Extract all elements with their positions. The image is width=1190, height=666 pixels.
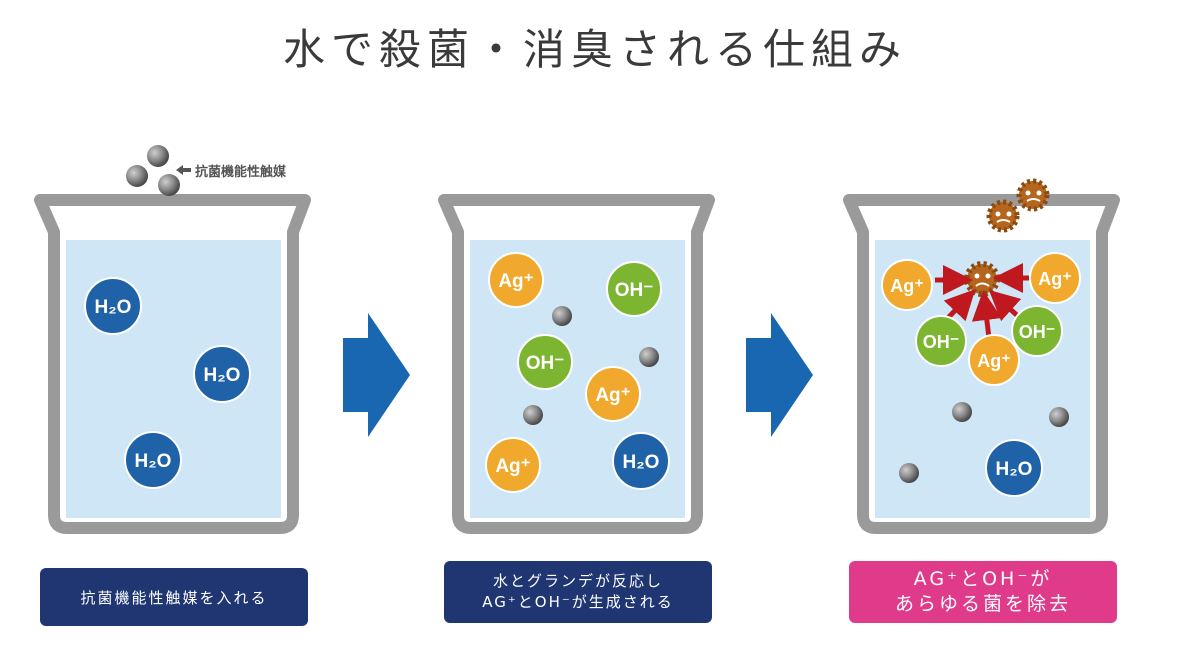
step-caption-2: 水とグランデが反応し AG⁺とOH⁻が生成される: [444, 561, 712, 623]
catalyst-ball: [639, 347, 659, 367]
catalyst-ball: [1049, 407, 1069, 427]
ion-ag: Ag⁺: [1029, 252, 1081, 304]
svg-text:Ag⁺: Ag⁺: [495, 456, 530, 477]
diagram-title: 水で殺菌・消臭される仕組み: [282, 25, 907, 74]
germ-icon: [986, 199, 1020, 233]
step-arrow-1: [343, 313, 410, 437]
catalyst-ball: [147, 145, 169, 167]
step-caption-3: AG⁺とOH⁻が あらゆる菌を除去: [849, 561, 1117, 623]
svg-text:H₂O: H₂O: [135, 451, 172, 472]
ion-ag: Ag⁺: [485, 437, 541, 493]
attack-arrow: [971, 290, 1002, 339]
ion-oh: OH⁻: [1011, 305, 1063, 357]
catalyst-ball: [552, 306, 572, 326]
ion-h2o: H₂O: [124, 431, 182, 489]
caption-line: 抗菌機能性触媒を入れる: [80, 588, 268, 607]
svg-text:Ag⁺: Ag⁺: [890, 276, 924, 296]
svg-text:Ag⁺: Ag⁺: [595, 385, 630, 406]
svg-text:Ag⁺: Ag⁺: [1038, 269, 1072, 289]
step-arrow-2: [746, 313, 813, 437]
catalyst-ball: [523, 405, 543, 425]
svg-text:OH⁻: OH⁻: [615, 280, 654, 301]
beaker-2: [438, 194, 715, 534]
germ-icon: [964, 261, 1000, 297]
pointer-arrow-icon: [176, 165, 191, 175]
ion-oh: OH⁻: [517, 334, 573, 390]
ion-oh: OH⁻: [606, 261, 662, 317]
svg-text:H₂O: H₂O: [204, 365, 241, 386]
catalyst-ball: [126, 165, 148, 187]
ion-ag: Ag⁺: [488, 252, 544, 308]
caption-line: あらゆる菌を除去: [894, 593, 1071, 615]
catalyst-ball: [952, 402, 972, 422]
step-caption-1: 抗菌機能性触媒を入れる: [40, 568, 308, 626]
caption-line: AG⁺とOH⁻が: [913, 568, 1053, 590]
ion-oh: OH⁻: [915, 315, 967, 367]
catalyst-label: 抗菌機能性触媒: [195, 164, 287, 180]
svg-text:H₂O: H₂O: [623, 452, 660, 473]
ion-ag: Ag⁺: [881, 259, 933, 311]
caption-line: 水とグランデが反応し: [492, 572, 663, 590]
ion-ag: Ag⁺: [968, 334, 1020, 386]
ion-h2o: H₂O: [193, 345, 251, 403]
ion-h2o: H₂O: [985, 439, 1043, 497]
svg-text:H₂O: H₂O: [95, 297, 132, 318]
svg-text:Ag⁺: Ag⁺: [977, 351, 1011, 371]
svg-text:OH⁻: OH⁻: [1019, 322, 1056, 342]
catalyst-ball: [158, 174, 180, 196]
svg-text:OH⁻: OH⁻: [923, 332, 960, 352]
ion-ag: Ag⁺: [585, 366, 641, 422]
catalyst-balls: [126, 145, 180, 196]
catalyst-ball: [899, 463, 919, 483]
svg-text:OH⁻: OH⁻: [526, 353, 565, 374]
caption-line: AG⁺とOH⁻が生成される: [482, 593, 674, 611]
ion-h2o: H₂O: [84, 277, 142, 335]
svg-text:H₂O: H₂O: [996, 459, 1033, 480]
svg-text:Ag⁺: Ag⁺: [498, 271, 533, 292]
ion-h2o: H₂O: [612, 432, 670, 490]
germ-icon: [1016, 178, 1050, 212]
